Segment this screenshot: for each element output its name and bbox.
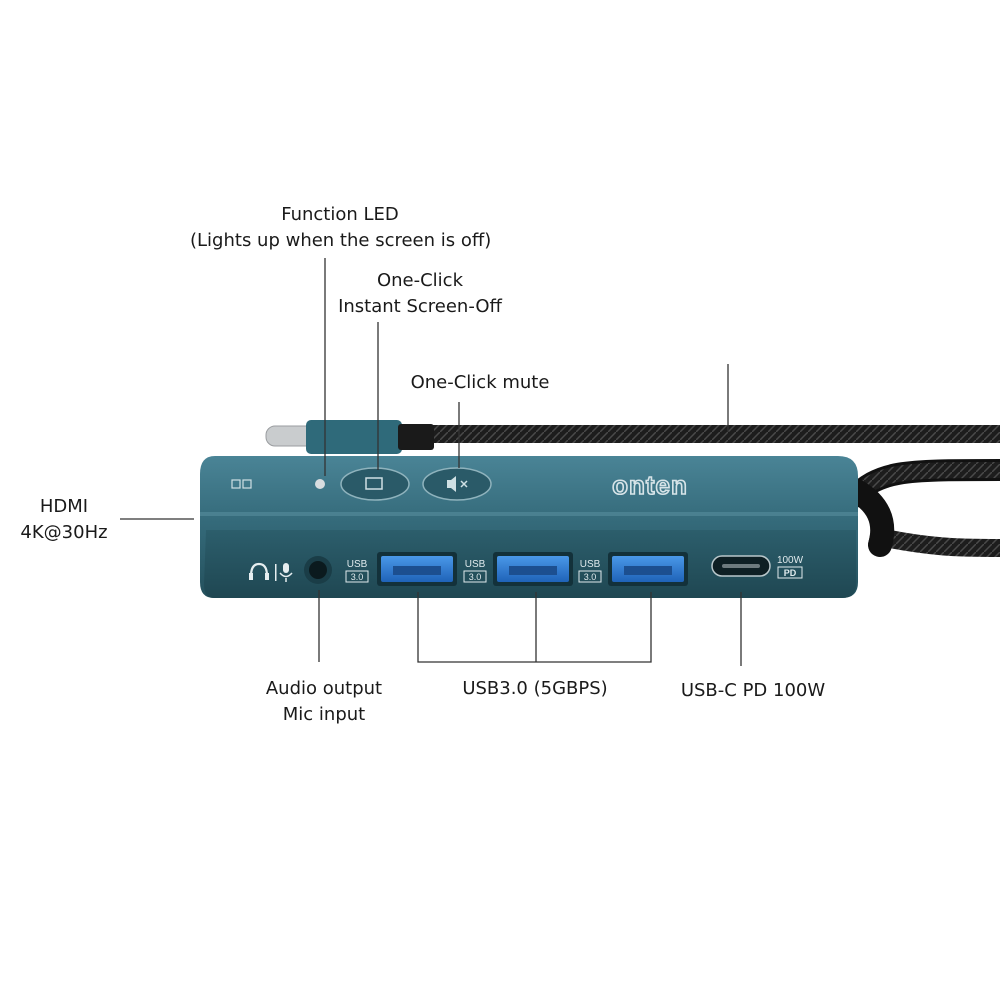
function-led-callout: Function LED (Lights up when the screen … <box>190 202 492 254</box>
usb-c-pd-port: 100W PD <box>711 555 804 579</box>
usb-label-bottom: 3.0 <box>469 572 482 582</box>
usbc-label: USB-C PD 100W <box>680 680 826 701</box>
mute-button <box>422 467 492 501</box>
hdmi-side-icon <box>231 479 252 489</box>
function-led-title: Function LED <box>281 204 399 225</box>
pd-label-top: 100W <box>777 555 804 566</box>
hdmi-label: HDMI <box>39 496 89 517</box>
hdmi-spec: 4K@30Hz <box>20 522 108 543</box>
hdmi-callout: HDMI 4K@30Hz <box>10 494 118 546</box>
usb3-label: USB3.0 (5GBPS) <box>462 678 608 699</box>
pd-label-bottom: PD <box>784 568 797 578</box>
usb-label-bottom: 3.0 <box>584 572 597 582</box>
usb-port-3: USB 3.0 <box>578 552 688 586</box>
screen-off-button <box>340 467 410 501</box>
mute-callout: One-Click mute <box>390 370 570 396</box>
mic-input-label: Mic input <box>282 704 366 725</box>
brand-logo: onten <box>612 470 688 500</box>
usb-port-2: USB 3.0 <box>463 552 573 586</box>
usb-label-top: USB <box>347 559 368 570</box>
mute-label: One-Click mute <box>410 372 550 393</box>
audio-jack <box>249 556 332 584</box>
usb-label-bottom: 3.0 <box>351 572 364 582</box>
function-led-note: (Lights up when the screen is off) <box>190 230 492 251</box>
usb-label-top: USB <box>465 559 486 570</box>
function-led <box>315 479 325 489</box>
screen-off-callout: One-Click Instant Screen-Off <box>320 268 520 320</box>
usb3-callout: USB3.0 (5GBPS) <box>440 676 630 702</box>
usb-label-top: USB <box>580 559 601 570</box>
callout-lines <box>120 258 742 666</box>
audio-output-label: Audio output <box>265 678 383 699</box>
screen-off-line2: Instant Screen-Off <box>338 296 502 317</box>
usb-c-plug <box>265 420 434 454</box>
usbc-callout: USB-C PD 100W <box>668 678 838 704</box>
screen-off-line1: One-Click <box>376 270 464 291</box>
braided-cable <box>430 425 1000 557</box>
audio-callout: Audio output Mic input <box>244 676 404 728</box>
usb-port-1: USB 3.0 <box>345 552 457 586</box>
